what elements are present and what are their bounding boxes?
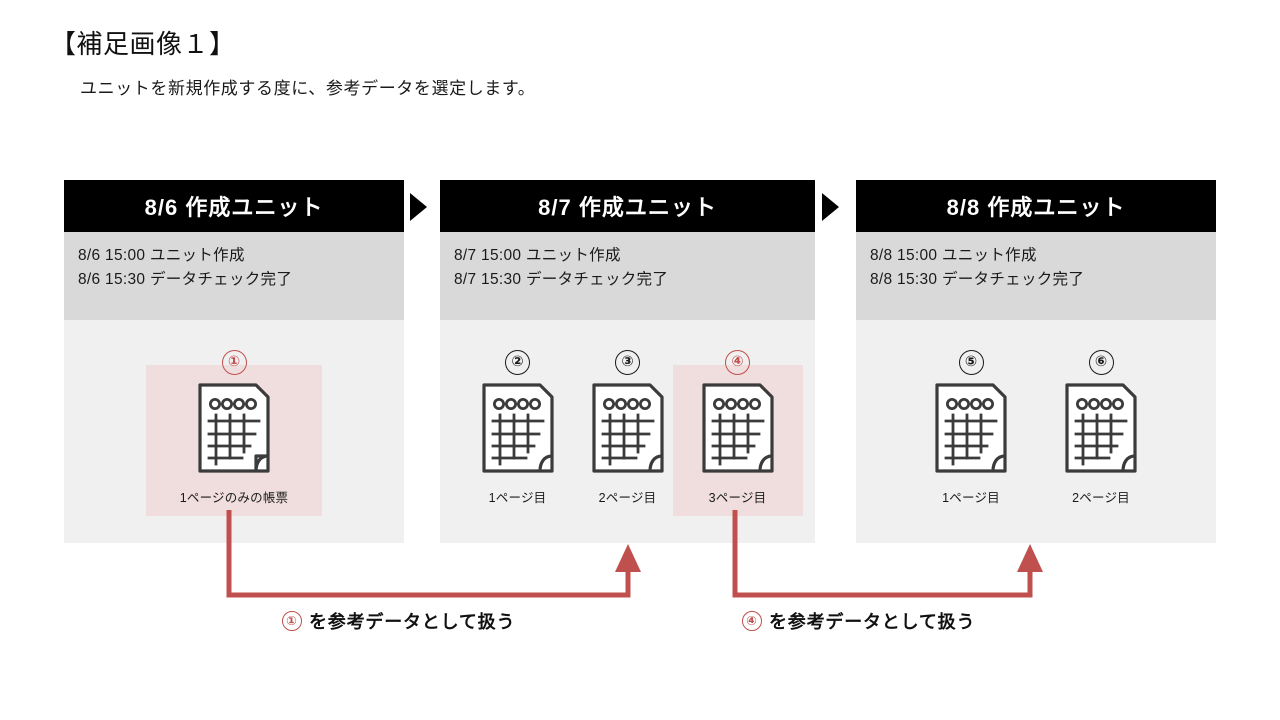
document-table-icon [1064,382,1138,479]
unit-meta-line: 8/8 15:00 ユニット作成 [870,247,1037,264]
flow-caption-1: ① を参考データとして扱う [282,608,515,634]
document-table-icon [701,382,775,479]
flow-caption-text: を参考データとして扱う [769,612,976,632]
page-card-list: ⑤ [856,320,1216,543]
unit-meta-line: 8/6 15:00 ユニット作成 [78,247,245,264]
unit-panel-meta: 8/8 15:00 ユニット作成 8/8 15:30 データチェック完了 [856,232,1216,320]
page-card-label: 2ページ目 [598,491,657,505]
flow-caption-2: ④ を参考データとして扱う [742,608,975,634]
document-table-icon [934,382,1008,479]
page-card[interactable]: ① [146,320,322,516]
document-table-icon [197,382,271,479]
unit-panel-0808: 8/8 作成ユニット 8/8 15:00 ユニット作成 8/8 15:30 デー… [856,180,1216,543]
page-card-badge: ③ [615,350,640,375]
flow-caption-badge: ① [282,611,302,631]
unit-panel-body: ⑤ [856,320,1216,543]
page-card-badge: ⑤ [958,350,984,375]
page-card-badge: ① [221,350,247,375]
unit-panel-0806: 8/6 作成ユニット 8/6 15:00 ユニット作成 8/6 15:30 デー… [64,180,404,543]
page-card-label: 1ページ目 [942,491,1000,505]
unit-panel-body: ① [64,320,404,543]
flow-caption-badge: ④ [742,611,762,631]
unit-panel-body: ② [440,320,815,543]
unit-panel-header: 8/6 作成ユニット [64,180,404,232]
flow-caption-text: を参考データとして扱う [309,612,516,632]
page-card-badge: ④ [725,350,750,375]
page-card[interactable]: ④ [672,320,803,516]
page-card-label: 2ページ目 [1072,491,1130,505]
page-card-label: 1ページのみの帳票 [179,491,289,505]
unit-panel-header: 8/7 作成ユニット [440,180,815,232]
page-title: 【補足画像１】 [50,29,236,59]
page-card-label: 3ページ目 [708,491,767,505]
page-card[interactable]: ⑤ [928,320,1014,506]
page-card-list: ② [440,320,815,543]
play-triangle-icon-2 [822,193,839,221]
document-table-icon [591,382,665,479]
page-card-list: ① [64,320,404,543]
page-card-label: 1ページ目 [488,491,547,505]
unit-panel-header: 8/8 作成ユニット [856,180,1216,232]
page-card[interactable]: ③ [585,320,671,506]
document-table-icon [481,382,555,479]
play-triangle-icon-1 [410,193,427,221]
page-subtitle: ユニットを新規作成する度に、参考データを選定します。 [80,79,536,98]
page-card-badge: ② [505,350,530,375]
unit-panel-meta: 8/7 15:00 ユニット作成 8/7 15:30 データチェック完了 [440,232,815,320]
unit-panel-0807: 8/7 作成ユニット 8/7 15:00 ユニット作成 8/7 15:30 デー… [440,180,815,543]
page-card[interactable]: ② [475,320,561,506]
page-card-badge: ⑥ [1088,350,1114,375]
unit-panel-meta: 8/6 15:00 ユニット作成 8/6 15:30 データチェック完了 [64,232,404,320]
unit-meta-line: 8/7 15:00 ユニット作成 [454,247,621,264]
page-card[interactable]: ⑥ [1058,320,1144,506]
unit-meta-line: 8/7 15:30 データチェック完了 [454,271,669,288]
unit-meta-line: 8/8 15:30 データチェック完了 [870,271,1085,288]
unit-meta-line: 8/6 15:30 データチェック完了 [78,271,293,288]
